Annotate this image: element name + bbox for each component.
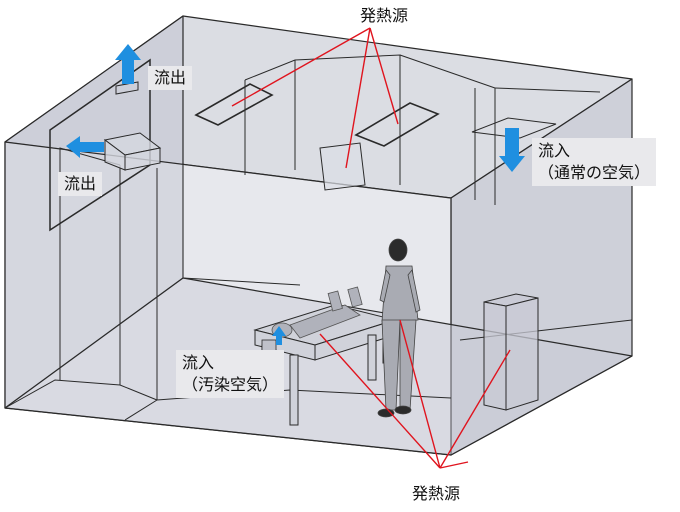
outflow-wall-label: 流出 xyxy=(58,172,103,196)
bed-inflow-arrow-icon xyxy=(272,326,286,345)
wall-duct-box xyxy=(103,132,162,171)
inflow-contaminated-line2: （汚染空気） xyxy=(182,375,279,394)
cabinet-heat-source xyxy=(483,293,539,411)
inflow-contaminated-label: 流入 （汚染空気） xyxy=(176,350,285,398)
heat-source-label-bottom: 発熱源 xyxy=(412,484,461,503)
flow-arrows xyxy=(66,44,525,345)
inflow-normal-label: 流入 （通常の空気） xyxy=(532,138,657,186)
outflow-ceiling-label: 流出 xyxy=(148,66,193,90)
heat-source-label-top: 発熱源 xyxy=(360,6,409,25)
standing-person xyxy=(377,238,421,418)
inflow-contaminated-line1: 流入 xyxy=(182,353,215,372)
floor-face xyxy=(4,277,633,456)
ceiling-outflow-arrow-icon xyxy=(115,44,141,84)
ceiling-light-2 xyxy=(354,102,440,147)
leader-lines xyxy=(231,27,511,469)
ceiling-light-1 xyxy=(194,83,274,126)
wall-box-heat-source xyxy=(319,142,366,191)
inflow-normal-line2: （通常の空気） xyxy=(538,163,651,182)
inflow-normal-line1: 流入 xyxy=(538,141,571,160)
ceiling-inlet-opening xyxy=(471,117,557,139)
wall-outflow-arrow-icon xyxy=(66,136,104,158)
ceiling-inflow-arrow-icon xyxy=(499,128,525,172)
